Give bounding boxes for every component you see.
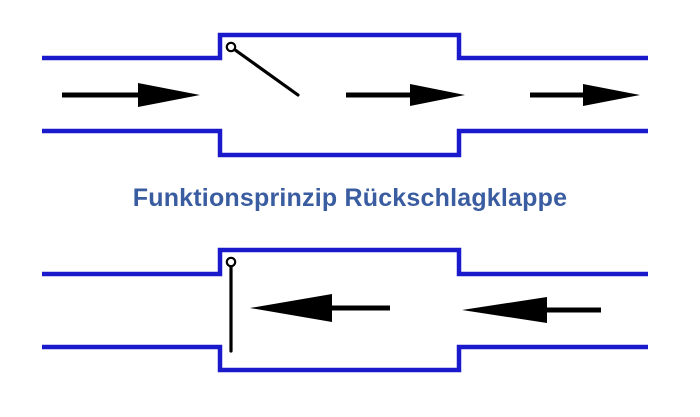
flap-hinge	[225, 41, 237, 53]
flow-arrow-right-1	[62, 83, 200, 107]
flap-closed	[225, 256, 237, 353]
pipe-upper-wall	[42, 247, 648, 277]
pipe-lower-wall	[42, 128, 648, 158]
pipe-lower-wall	[42, 344, 648, 373]
flap-hinge	[225, 256, 237, 268]
flap-open	[225, 41, 300, 97]
flow-arrow-left-1	[250, 294, 390, 322]
diagram-closed-flow	[42, 247, 648, 373]
pipe-upper-wall	[42, 32, 648, 61]
flow-arrow-left-2	[462, 297, 601, 323]
flow-arrow-right-3	[530, 84, 640, 106]
flow-arrow-right-2	[346, 84, 465, 106]
diagram-open-flow	[42, 32, 648, 158]
diagram-caption: Funktionsprinzip Rückschlagklappe	[132, 184, 568, 212]
